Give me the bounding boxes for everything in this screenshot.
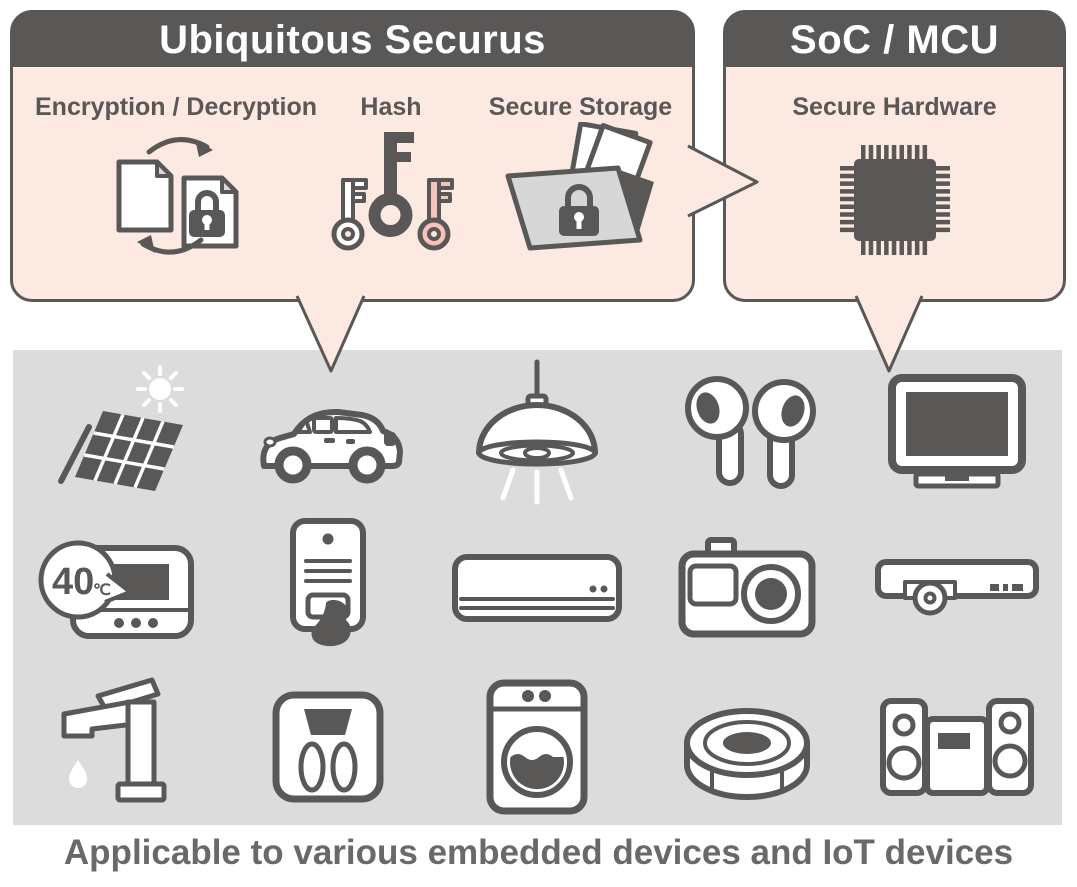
disc-player-icon	[875, 558, 1040, 615]
device-ceiling-light	[467, 358, 607, 508]
secure-storage-folder-icon	[505, 122, 654, 251]
solar-panel-icon	[57, 365, 184, 491]
device-air-conditioner	[447, 545, 627, 635]
robot-vacuum-icon	[684, 707, 811, 800]
device-area: 40 ℃	[13, 350, 1062, 825]
ceiling-pendant-light-icon	[476, 359, 599, 504]
faucet-icon	[61, 677, 167, 802]
bathroom-scale-icon	[272, 691, 384, 802]
ubiquitous-securus-bubble: Ubiquitous Securus Encryption / Decrypti…	[10, 10, 695, 302]
mini-audio-system-icon	[880, 697, 1035, 796]
digital-camera-icon	[678, 536, 816, 637]
ubiquitous-securus-body: Encryption / Decryption Has	[13, 67, 692, 299]
wireless-earbuds-icon	[685, 375, 817, 489]
device-car	[248, 378, 408, 488]
soc-mcu-body: Secure Hardware	[726, 67, 1063, 299]
device-camera	[672, 534, 822, 646]
water-heater-controller-icon: 40 ℃	[38, 540, 195, 639]
device-disc-player	[872, 554, 1042, 626]
device-water-heater: 40 ℃	[35, 520, 200, 660]
video-doorbell-icon	[289, 517, 366, 646]
encryption-decryption-icon	[116, 137, 238, 255]
device-tv	[882, 370, 1032, 495]
device-doorbell	[268, 515, 388, 665]
caption: Applicable to various embedded devices a…	[63, 833, 1014, 872]
television-icon	[888, 374, 1027, 489]
feature-hash: Hash	[321, 67, 461, 267]
ubiquitous-securus-title: Ubiquitous Securus	[13, 13, 692, 67]
encryption-decryption-label: Encryption / Decryption	[35, 93, 317, 121]
soc-mcu-bubble: SoC / MCU Secure Hardware	[723, 10, 1066, 302]
washing-machine-icon	[486, 679, 588, 814]
device-scale	[268, 687, 388, 807]
device-robot-vacuum	[672, 691, 822, 803]
hash-label: Hash	[360, 93, 422, 121]
device-faucet	[48, 672, 188, 822]
device-washing-machine	[482, 677, 592, 817]
feature-secure-hardware: Secure Hardware	[726, 67, 1063, 270]
heater-temp-value: 40	[52, 561, 94, 603]
device-solar-panel	[43, 365, 193, 500]
soc-chip-icon	[839, 145, 950, 255]
heater-temp-unit: ℃	[93, 582, 111, 599]
device-earbuds	[672, 368, 822, 498]
car-icon	[260, 408, 403, 483]
secure-storage-label: Secure Storage	[488, 93, 673, 121]
soc-mcu-title: SoC / MCU	[726, 13, 1063, 67]
feature-secure-storage: Secure Storage	[468, 67, 693, 257]
feature-encryption-decryption: Encryption / Decryption	[31, 67, 321, 267]
secure-hardware-label: Secure Hardware	[792, 93, 997, 121]
air-conditioner-icon	[452, 553, 623, 622]
hash-keys-icon	[331, 132, 454, 251]
device-audio-system	[877, 691, 1037, 803]
